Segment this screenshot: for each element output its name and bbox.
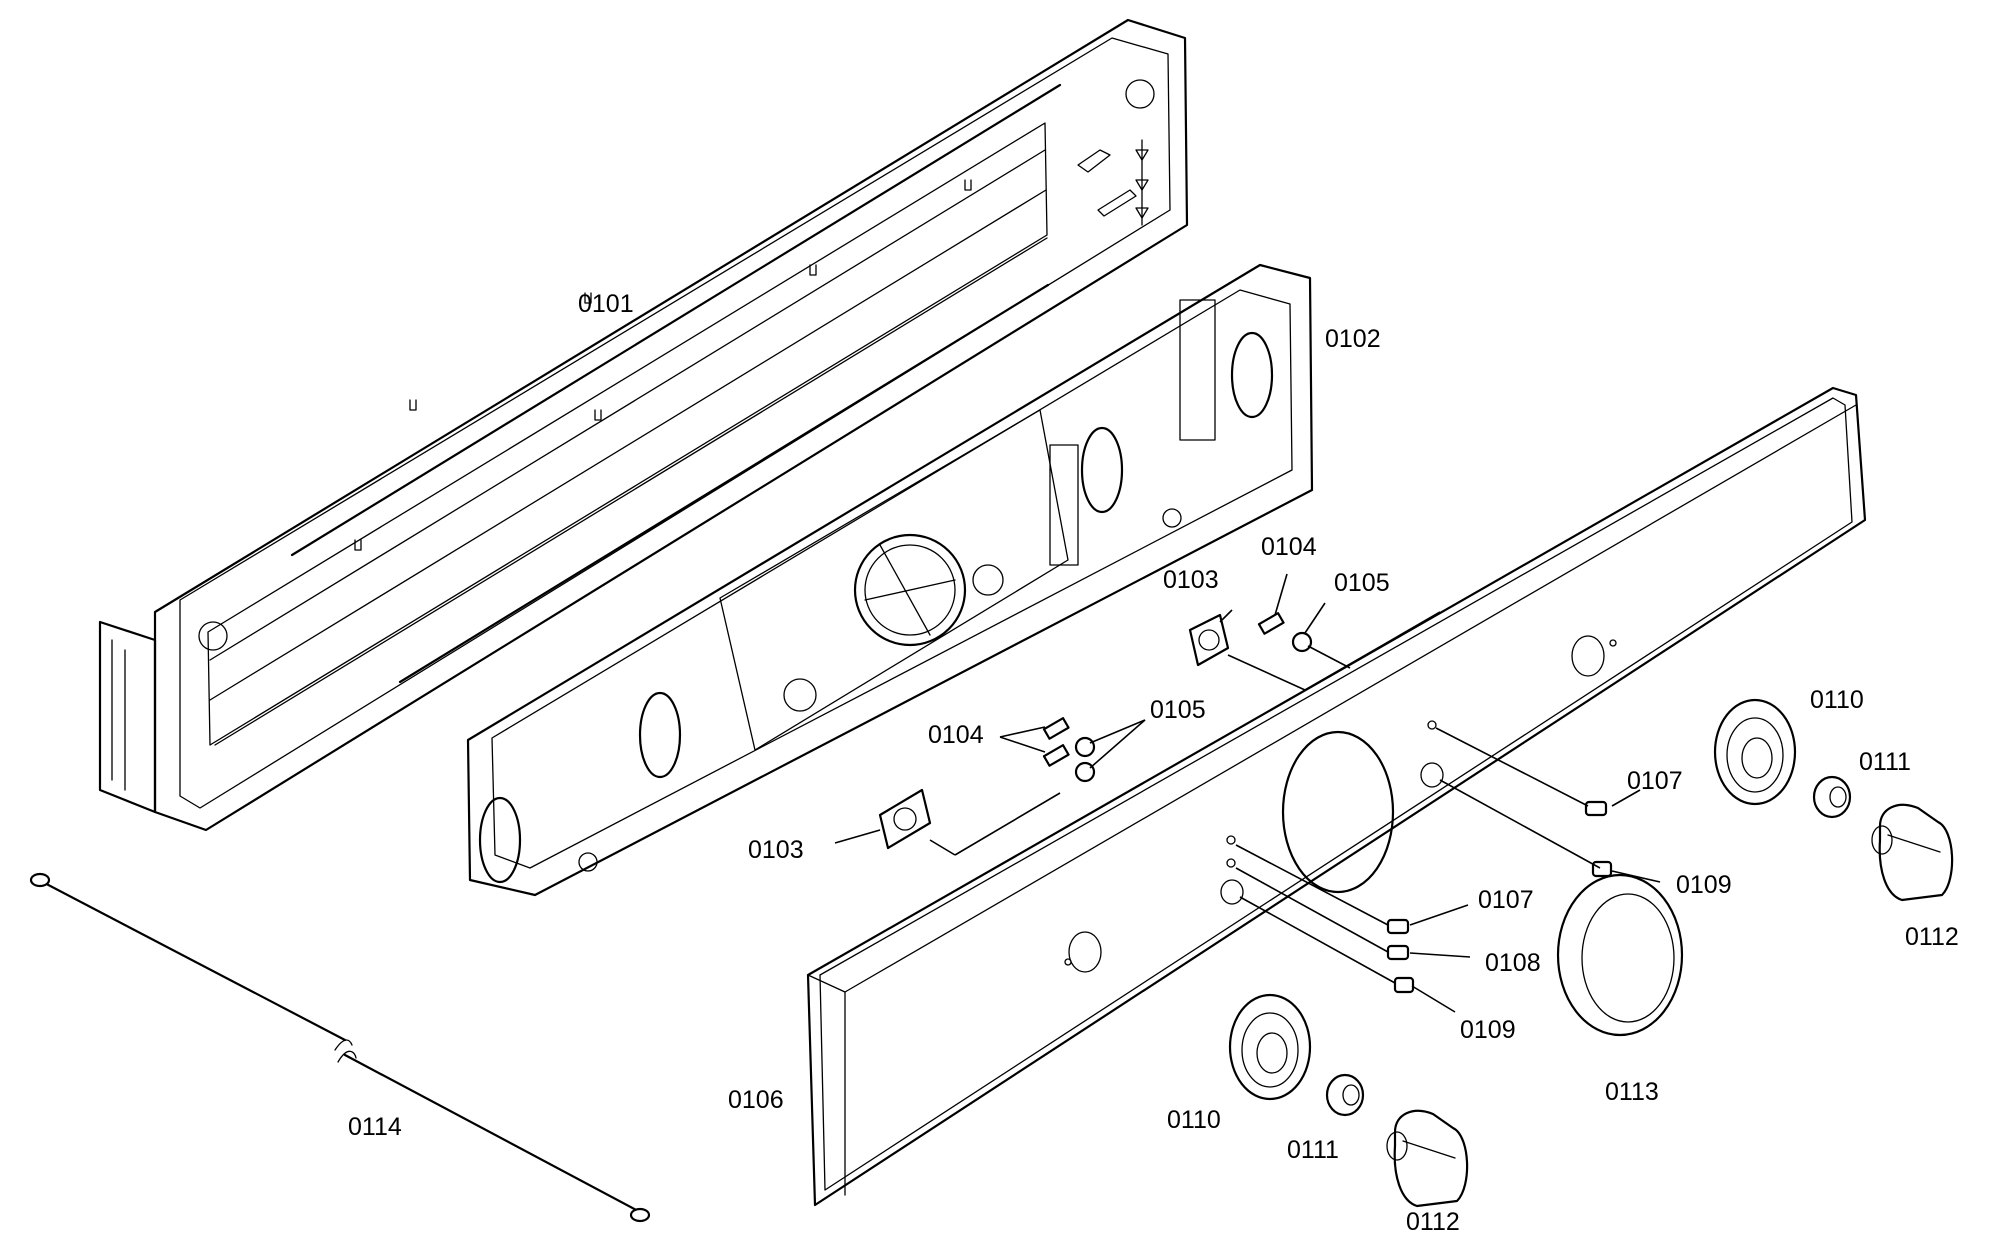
label-0112-lower: 0112	[1406, 1208, 1460, 1236]
part-0103-gasket-upper	[1188, 613, 1230, 667]
label-0110-upper: 0110	[1810, 686, 1864, 714]
label-0107-upper: 0107	[1627, 767, 1683, 795]
part-0110-bezel-left	[1228, 993, 1312, 1101]
part-0106-front-panel	[806, 386, 1867, 1207]
label-0103-upper: 0103	[1163, 566, 1219, 594]
label-0106: 0106	[728, 1086, 784, 1114]
leader-lines	[834, 573, 1661, 1013]
label-0111-lower: 0111	[1287, 1136, 1339, 1164]
part-0111-adapter-left	[1325, 1073, 1365, 1117]
label-0107-lower: 0107	[1478, 886, 1534, 914]
label-0102: 0102	[1325, 325, 1381, 353]
label-0114: 0114	[348, 1113, 402, 1141]
label-0110-lower: 0110	[1167, 1106, 1221, 1134]
label-0103-lower: 0103	[748, 836, 804, 864]
part-0107-0109-light-pipes	[1386, 800, 1613, 994]
label-0105-upper: 0105	[1334, 569, 1390, 597]
label-0104-upper: 0104	[1261, 533, 1317, 561]
part-0101-rear-frame	[98, 18, 1189, 832]
label-0109-upper: 0109	[1676, 871, 1732, 899]
part-0113-trim-ring	[1556, 873, 1684, 1037]
label-0111-upper: 0111	[1859, 748, 1911, 776]
part-0102-control-housing	[466, 263, 1314, 897]
callout-labels: 0101 0102 0103 0103 0104 0104 0105 0105 …	[348, 290, 1959, 1236]
part-0110-bezel-right	[1713, 698, 1797, 806]
label-0108: 0108	[1485, 949, 1541, 977]
part-0105-spacers	[1074, 631, 1313, 783]
part-0114-wire	[29, 872, 651, 1223]
part-0112-knob-left	[1386, 1109, 1469, 1208]
label-0101: 0101	[578, 290, 634, 318]
part-0103-gasket-lower	[878, 788, 932, 850]
part-0104-pins	[1042, 612, 1285, 767]
label-0112-upper: 0112	[1905, 923, 1959, 951]
label-0113: 0113	[1605, 1078, 1659, 1106]
part-0111-adapter-right	[1812, 775, 1852, 819]
part-0112-knob-right	[1871, 803, 1954, 902]
label-0105-lower: 0105	[1150, 696, 1206, 724]
label-0109-lower: 0109	[1460, 1016, 1516, 1044]
label-0104-lower: 0104	[928, 721, 984, 749]
